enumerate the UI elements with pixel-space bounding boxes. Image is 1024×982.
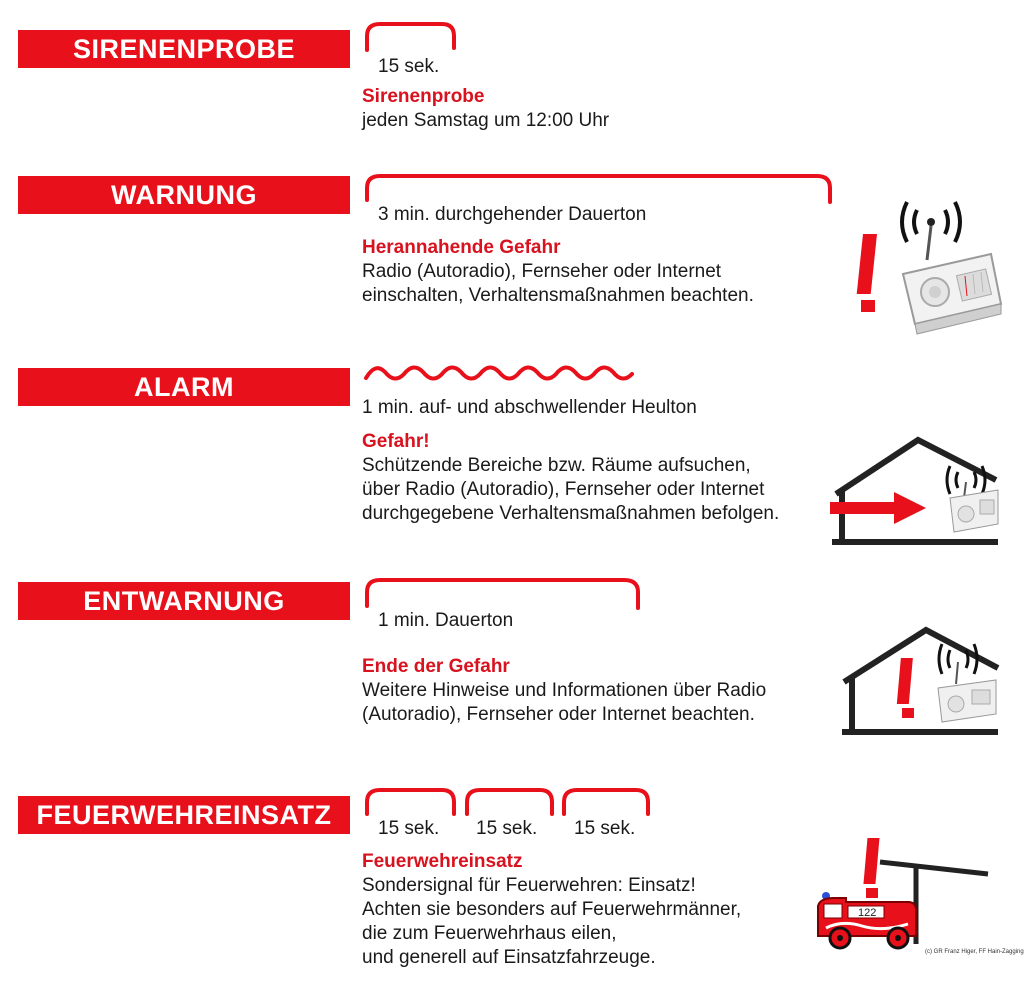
description-line: und generell auf Einsatzfahrzeuge. [362,947,656,968]
duration-label: 15 sek. [378,56,440,77]
description-line: Sondersignal für Feuerwehren: Einsatz! [362,875,696,896]
description-line: Radio (Autoradio), Fernseher oder Intern… [362,261,722,282]
label-entwarnung: ENTWARNUNG [18,582,350,620]
description-line: einschalten, Verhaltensmaßnahmen beachte… [362,285,754,306]
label-sirenenprobe: SIRENENPROBE [18,30,350,68]
duration-label: 3 min. durchgehender Dauerton [378,204,647,225]
label-warnung: WARNUNG [18,176,350,214]
label-feuerwehreinsatz: FEUERWEHREINSATZ [18,796,350,834]
signal-arc-continuous [365,174,832,204]
description-heading: Herannahende Gefahr [362,237,561,258]
description-line: Schützende Bereiche bzw. Räume aufsuchen… [362,455,751,476]
duration-label: 15 sek. [378,818,440,839]
description-line: jeden Samstag um 12:00 Uhr [362,110,610,131]
signal-arc-continuous [365,578,640,610]
description-heading: Feuerwehreinsatz [362,851,523,872]
description-alarm: Gefahr! Schützende Bereiche bzw. Räume a… [362,430,779,526]
duration-label: 15 sek. [574,818,636,839]
description-line: die zum Feuerwehrhaus eilen, [362,923,617,944]
description-heading: Sirenenprobe [362,86,485,107]
description-sirenenprobe: Sirenenprobe jeden Samstag um 12:00 Uhr [362,85,609,133]
exclamation-radio-icon [856,201,1003,335]
duration-label: 1 min. auf- und abschwellender Heulton [362,397,697,418]
fire-truck-exclamation-icon: 122 [817,838,989,950]
duration-label: 1 min. Dauerton [378,610,514,631]
description-line: Weitere Hinweise und Informationen über … [362,680,767,701]
signal-arc-short [365,22,456,52]
image-credit: (c) GR Franz Higer, FF Hain-Zagging [925,949,1024,955]
truck-number: 122 [858,907,876,919]
description-entwarnung: Ende der Gefahr Weitere Hinweise und Inf… [362,655,766,727]
duration-label: 15 sek. [476,818,538,839]
description-warnung: Herannahende Gefahr Radio (Autoradio), F… [362,236,754,308]
description-line: Achten sie besonders auf Feuerwehrmänner… [362,899,742,920]
description-line: über Radio (Autoradio), Fernseher oder I… [362,479,765,500]
house-exclamation-radio-icon [842,626,1000,735]
description-heading: Gefahr! [362,431,430,452]
description-line: durchgegebene Verhaltensmaßnahmen befolg… [362,503,780,524]
description-heading: Ende der Gefahr [362,656,510,677]
label-alarm: ALARM [18,368,350,406]
signal-arc-triple [365,788,650,816]
description-feuerwehreinsatz: Feuerwehreinsatz Sondersignal für Feuerw… [362,850,741,970]
house-arrow-radio-icon [830,436,999,545]
signal-wave [364,365,634,381]
description-line: (Autoradio), Fernseher oder Internet bea… [362,704,755,725]
